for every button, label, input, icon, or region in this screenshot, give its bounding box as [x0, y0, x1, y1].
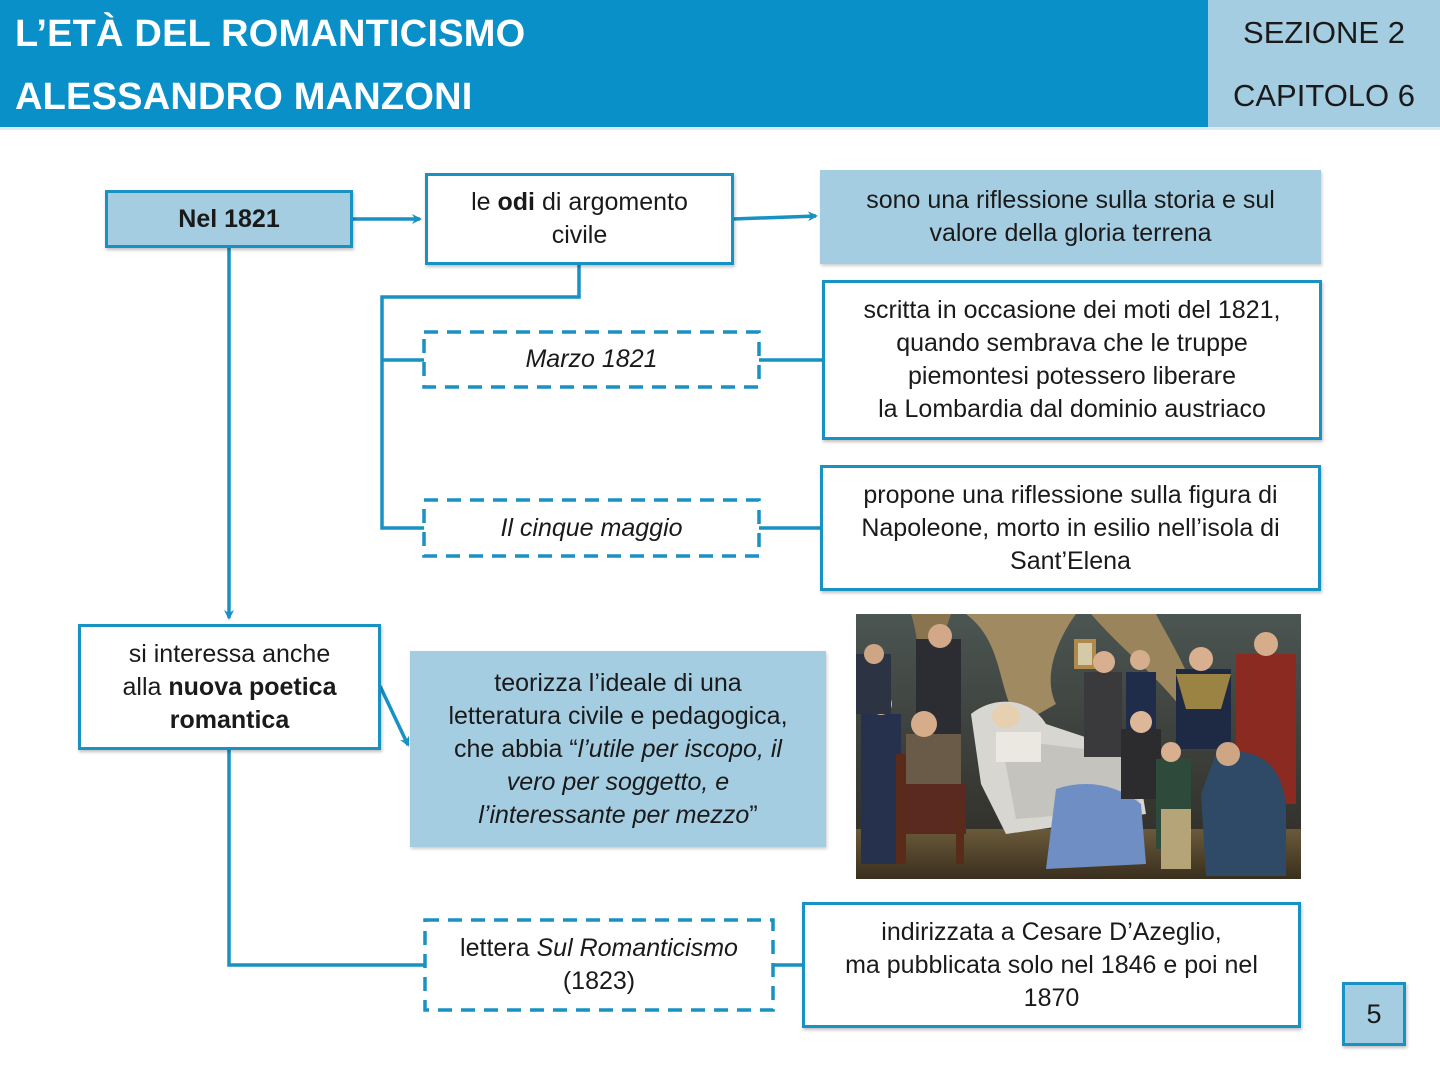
page-number: 5 [1342, 982, 1406, 1046]
page-number-text: 5 [1366, 998, 1382, 1029]
node-nel-1821-text: Nel 1821 [178, 204, 280, 233]
title-line-1: L’ETÀ DEL ROMANTICISMO [15, 13, 526, 55]
node-marzo-1821: Marzo 1821 [427, 335, 756, 384]
node-odi-description-text: sono una riflessione sulla storia e sul … [866, 186, 1275, 247]
node-nel-1821: Nel 1821 [105, 190, 353, 248]
node-cinque-description: propone una riflessione sulla figura di … [820, 465, 1321, 591]
node-lettera-romanticismo: lettera Sul Romanticismo (1823) [428, 923, 770, 1007]
node-lettera-description: indirizzata a Cesare D’Azeglio, ma pubbl… [802, 902, 1301, 1028]
header-bar: L’ETÀ DEL ROMANTICISMO ALESSANDRO MANZON… [0, 0, 1208, 127]
node-cinque-maggio: Il cinque maggio [427, 503, 756, 553]
node-lettera-description-text: indirizzata a Cesare D’Azeglio, ma pubbl… [845, 917, 1258, 1012]
section-label: SEZIONE 2 [1243, 15, 1405, 50]
painting-illustration [856, 614, 1301, 879]
node-cinque-maggio-text: Il cinque maggio [500, 513, 683, 542]
header-divider [0, 127, 1440, 130]
node-marzo-description: scritta in occasione dei moti del 1821, … [822, 280, 1322, 440]
node-cinque-description-text: propone una riflessione sulla figura di … [861, 480, 1280, 575]
node-teorizza: teorizza l’ideale di una letteratura civ… [410, 651, 826, 847]
title-line-2: ALESSANDRO MANZONI [15, 76, 473, 118]
node-poetica-romantica: si interessa anche alla nuova poetica ro… [78, 624, 381, 750]
node-lettera-romanticismo-text: lettera Sul Romanticismo (1823) [460, 934, 738, 995]
node-odi: le odi di argomento civile [425, 173, 734, 265]
node-odi-description: sono una riflessione sulla storia e sul … [820, 170, 1321, 264]
node-marzo-description-text: scritta in occasione dei moti del 1821, … [863, 296, 1281, 423]
napoleon-deathbed-painting [856, 614, 1301, 879]
node-marzo-1821-text: Marzo 1821 [525, 345, 658, 373]
node-poetica-romantica-text: si interessa anche alla nuova poetica ro… [122, 639, 337, 734]
chapter-label: CAPITOLO 6 [1232, 78, 1416, 113]
node-odi-text: le odi di argomento civile [471, 188, 688, 249]
node-teorizza-text: teorizza l’ideale di una letteratura civ… [448, 668, 788, 829]
section-panel: SEZIONE 2 CAPITOLO 6 [1208, 0, 1440, 127]
